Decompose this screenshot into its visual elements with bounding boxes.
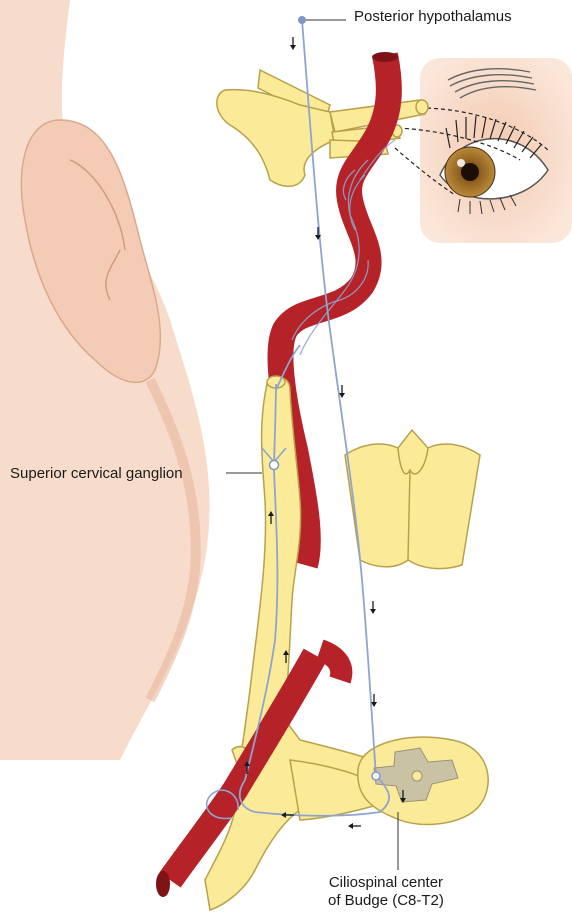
hypothalamus-node [298, 16, 306, 24]
brainstem-segment [345, 430, 480, 569]
artery-cut-end-top [372, 52, 398, 62]
artery-cut-end-bottom [156, 871, 170, 897]
posterior-hypothalamus-label: Posterior hypothalamus [354, 8, 512, 26]
superior-cervical-ganglion-label: Superior cervical ganglion [10, 465, 183, 483]
ciliospinal-label-line2: of Budge (C8-T2) [328, 892, 444, 910]
ciliospinal-center-label: Ciliospinal center of Budge (C8-T2) [328, 874, 444, 910]
spinal-synapse-node [372, 772, 380, 780]
ganglion-synapse-node [270, 461, 279, 470]
ciliospinal-label-line1: Ciliospinal center [328, 874, 444, 892]
spinal-cord-cross-section [358, 737, 488, 824]
